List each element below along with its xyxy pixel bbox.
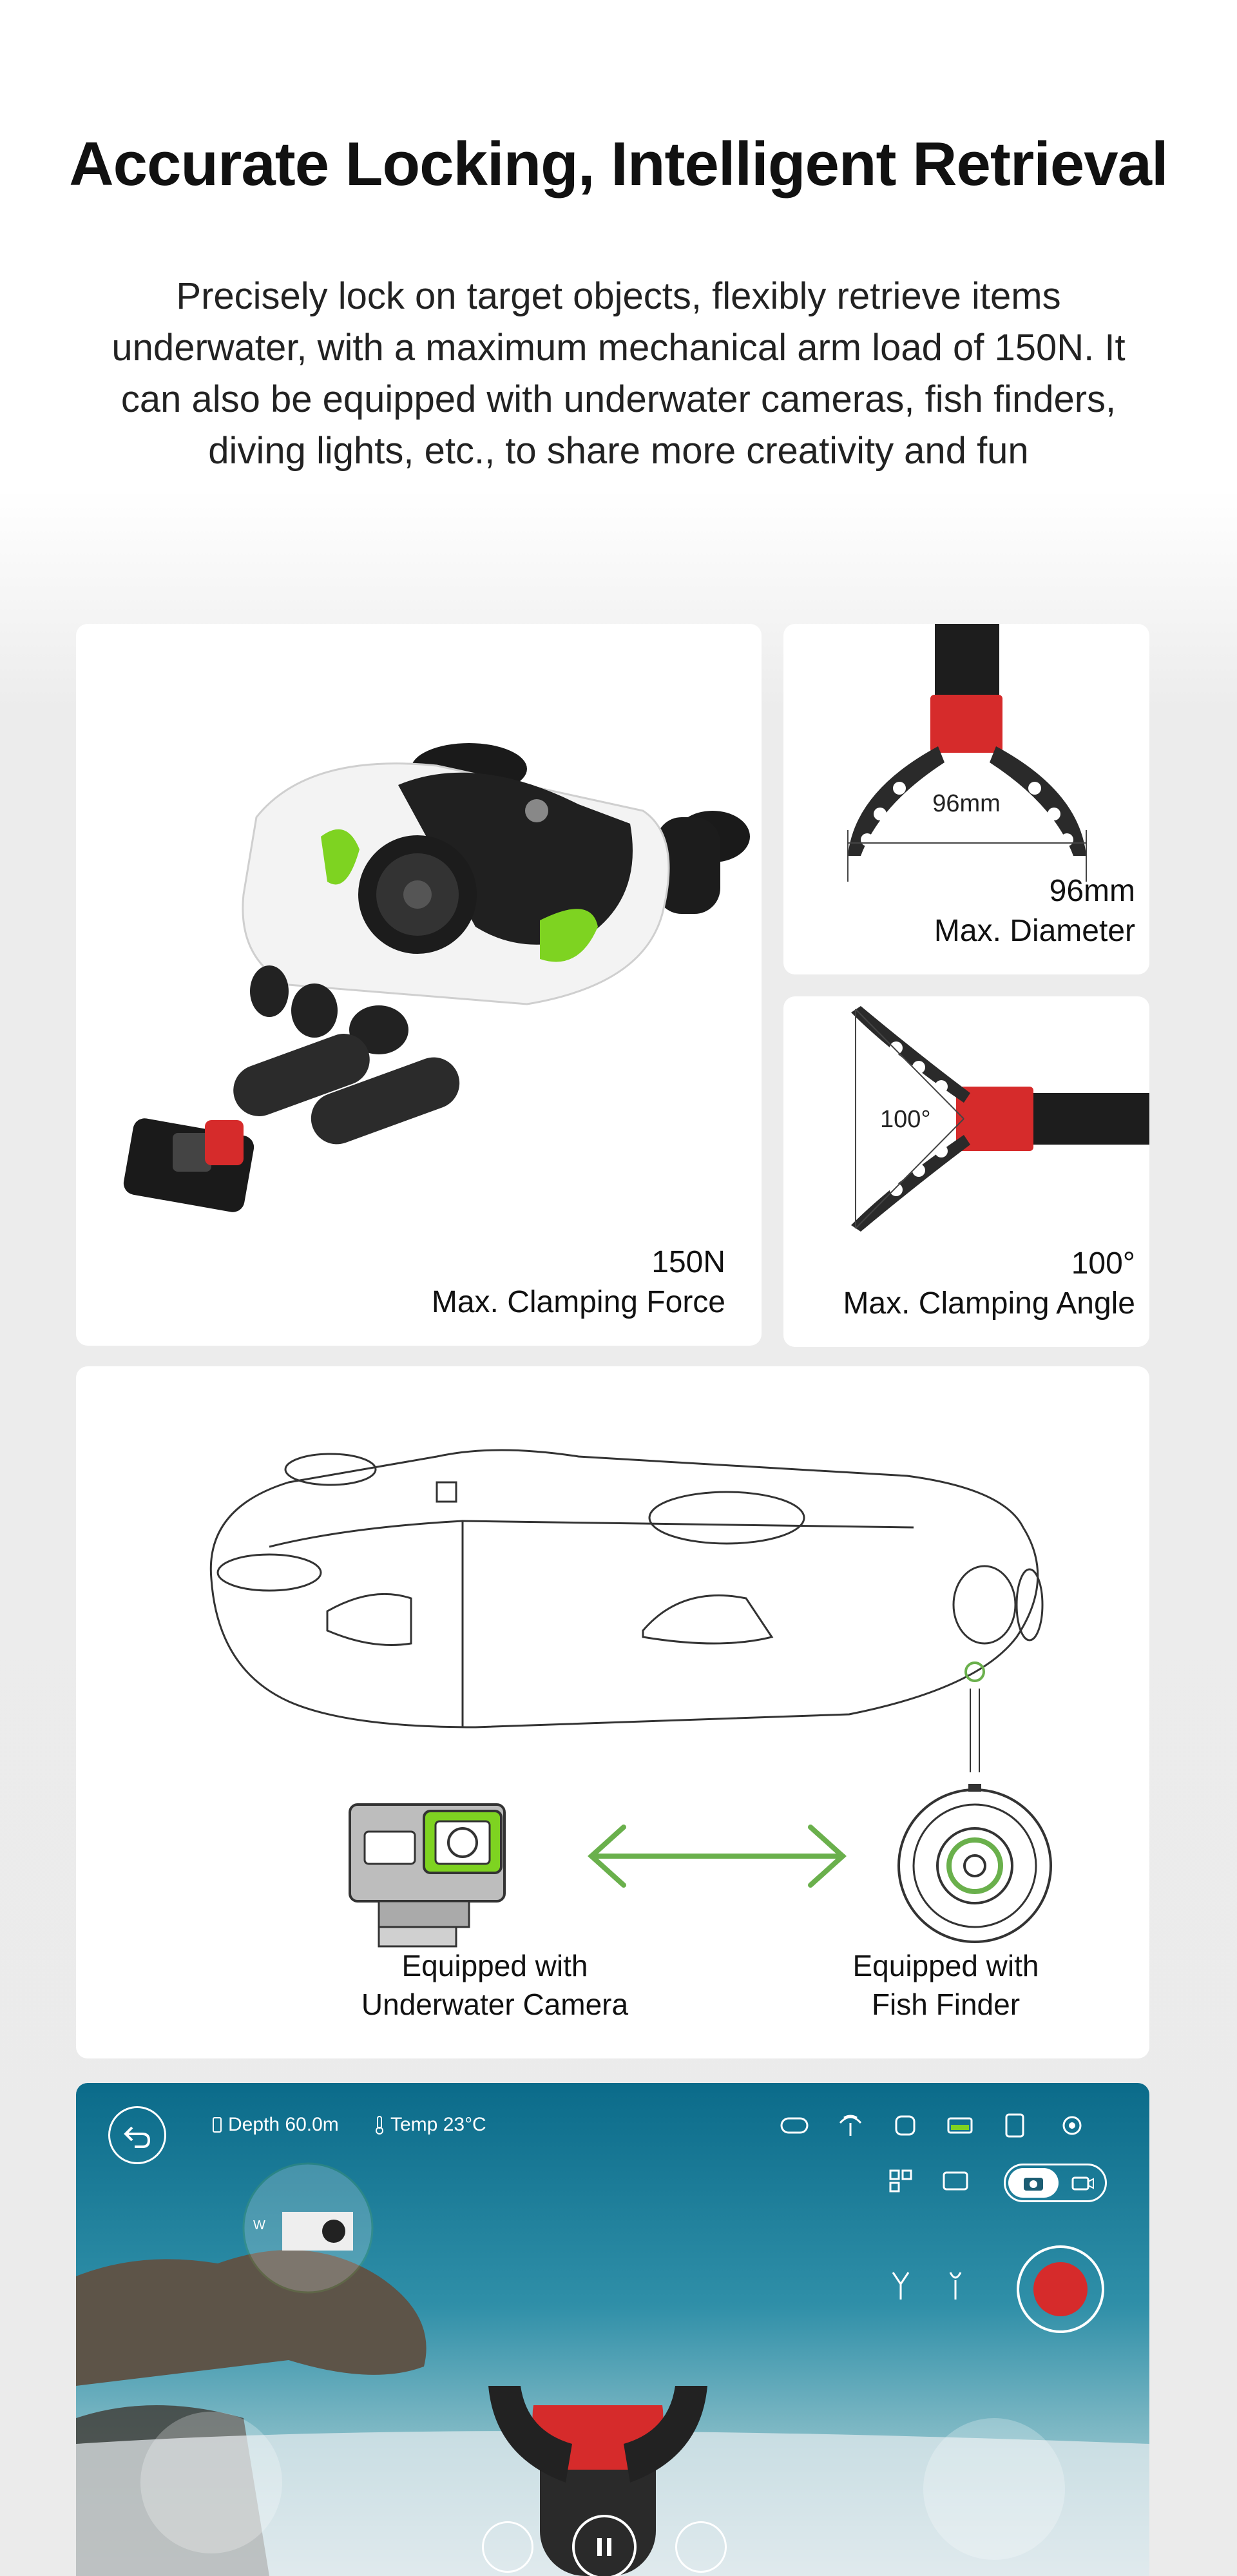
battery-card-button[interactable] bbox=[941, 2106, 979, 2145]
camera-icon bbox=[1024, 2178, 1043, 2191]
diameter-diagram-label: 96mm bbox=[932, 790, 1001, 817]
underwater-drone-image bbox=[123, 743, 750, 1212]
max-angle-spec: 100° Max. Clamping Angle bbox=[843, 1244, 1135, 1324]
fish-finder-accessory bbox=[897, 1784, 1052, 1943]
camera-accessory-label: Equipped with Underwater Camera bbox=[269, 1946, 720, 2024]
capture-mode-toggle[interactable] bbox=[1004, 2164, 1107, 2202]
drone-line-drawing bbox=[209, 1449, 1052, 1948]
max-angle-value: 100° bbox=[1071, 1246, 1135, 1281]
max-angle-label: Max. Clamping Angle bbox=[843, 1286, 1135, 1321]
photo-gallery-button[interactable] bbox=[936, 2162, 975, 2200]
claw-open-icon bbox=[892, 2272, 910, 2300]
clamping-force-spec: 150N Max. Clamping Force bbox=[432, 1243, 725, 1322]
video-icon bbox=[1071, 2176, 1094, 2191]
record-button[interactable] bbox=[1017, 2245, 1104, 2333]
remote-button[interactable] bbox=[995, 2106, 1034, 2145]
camera-label-line2: Underwater Camera bbox=[361, 1988, 629, 2021]
temp-readout: Temp 23°C bbox=[374, 2114, 486, 2136]
claw-close-button[interactable] bbox=[936, 2267, 975, 2305]
settings-icon bbox=[1062, 2116, 1082, 2135]
photo-mode-option[interactable] bbox=[1008, 2168, 1059, 2198]
claw-close-icon bbox=[949, 2272, 962, 2300]
fish-finder-label: Equipped with Fish Finder bbox=[785, 1946, 1107, 2024]
back-button[interactable] bbox=[108, 2106, 166, 2164]
clamping-force-value: 150N bbox=[651, 1245, 725, 1279]
zoom-in-button[interactable] bbox=[482, 2521, 533, 2573]
photo-icon bbox=[943, 2171, 968, 2191]
signal-button[interactable] bbox=[831, 2106, 870, 2145]
underwater-scene bbox=[76, 2083, 1149, 2576]
pause-button[interactable] bbox=[572, 2515, 637, 2576]
battery-icon bbox=[213, 2117, 222, 2133]
claw-diameter-diagram bbox=[847, 624, 1087, 882]
app-control-screen: Depth 60.0m Temp 23°C W bbox=[76, 2083, 1149, 2576]
mode-icon bbox=[895, 2115, 916, 2136]
video-mode-option[interactable] bbox=[1064, 2168, 1102, 2198]
remote-icon bbox=[1005, 2113, 1024, 2138]
max-diameter-value: 96mm bbox=[1049, 874, 1135, 908]
temp-text: Temp 23°C bbox=[390, 2114, 486, 2135]
grid-button[interactable] bbox=[881, 2162, 920, 2200]
depth-readout: Depth 60.0m bbox=[211, 2114, 339, 2136]
pause-icon bbox=[597, 2538, 611, 2556]
claw-open-button[interactable] bbox=[881, 2267, 920, 2305]
signal-icon bbox=[839, 2115, 862, 2136]
thermometer-icon bbox=[376, 2116, 383, 2135]
record-icon bbox=[1033, 2262, 1088, 2316]
fish-label-line1: Equipped with bbox=[852, 1949, 1039, 1982]
clamping-force-label: Max. Clamping Force bbox=[431, 1285, 725, 1319]
fish-label-line2: Fish Finder bbox=[871, 1988, 1021, 2021]
mode-button[interactable] bbox=[886, 2106, 925, 2145]
gamepad-button[interactable] bbox=[775, 2106, 814, 2145]
back-icon bbox=[124, 2126, 151, 2148]
grid-icon bbox=[889, 2169, 912, 2193]
max-angle-card: 100° 100° Max. Clamping Angle bbox=[783, 996, 1149, 1347]
battery-card-icon bbox=[947, 2117, 973, 2134]
max-diameter-card: 96mm 96mm Max. Diameter bbox=[783, 624, 1149, 974]
zoom-out-button[interactable] bbox=[675, 2521, 727, 2573]
max-diameter-label: Max. Diameter bbox=[934, 914, 1135, 948]
depth-text: Depth 60.0m bbox=[228, 2114, 339, 2135]
clamping-force-card: 150N Max. Clamping Force bbox=[76, 624, 762, 1346]
settings-button[interactable] bbox=[1053, 2106, 1091, 2145]
gamepad-icon bbox=[780, 2117, 809, 2134]
accessories-card: Equipped with Underwater Camera Equipped… bbox=[76, 1366, 1149, 2058]
intro-text: Precisely lock on target objects, flexib… bbox=[111, 275, 1126, 472]
bidirectional-arrow-icon bbox=[588, 1825, 847, 1888]
compass-west-label: W bbox=[253, 2218, 265, 2232]
angle-diagram-label: 100° bbox=[880, 1106, 931, 1133]
page-title: Accurate Locking, Intelligent Retrieval bbox=[69, 130, 1168, 199]
camera-accessory bbox=[349, 1803, 506, 1948]
claw-angle-diagram bbox=[851, 1006, 1149, 1232]
max-diameter-spec: 96mm Max. Diameter bbox=[934, 871, 1135, 951]
camera-label-line1: Equipped with bbox=[401, 1949, 588, 1982]
